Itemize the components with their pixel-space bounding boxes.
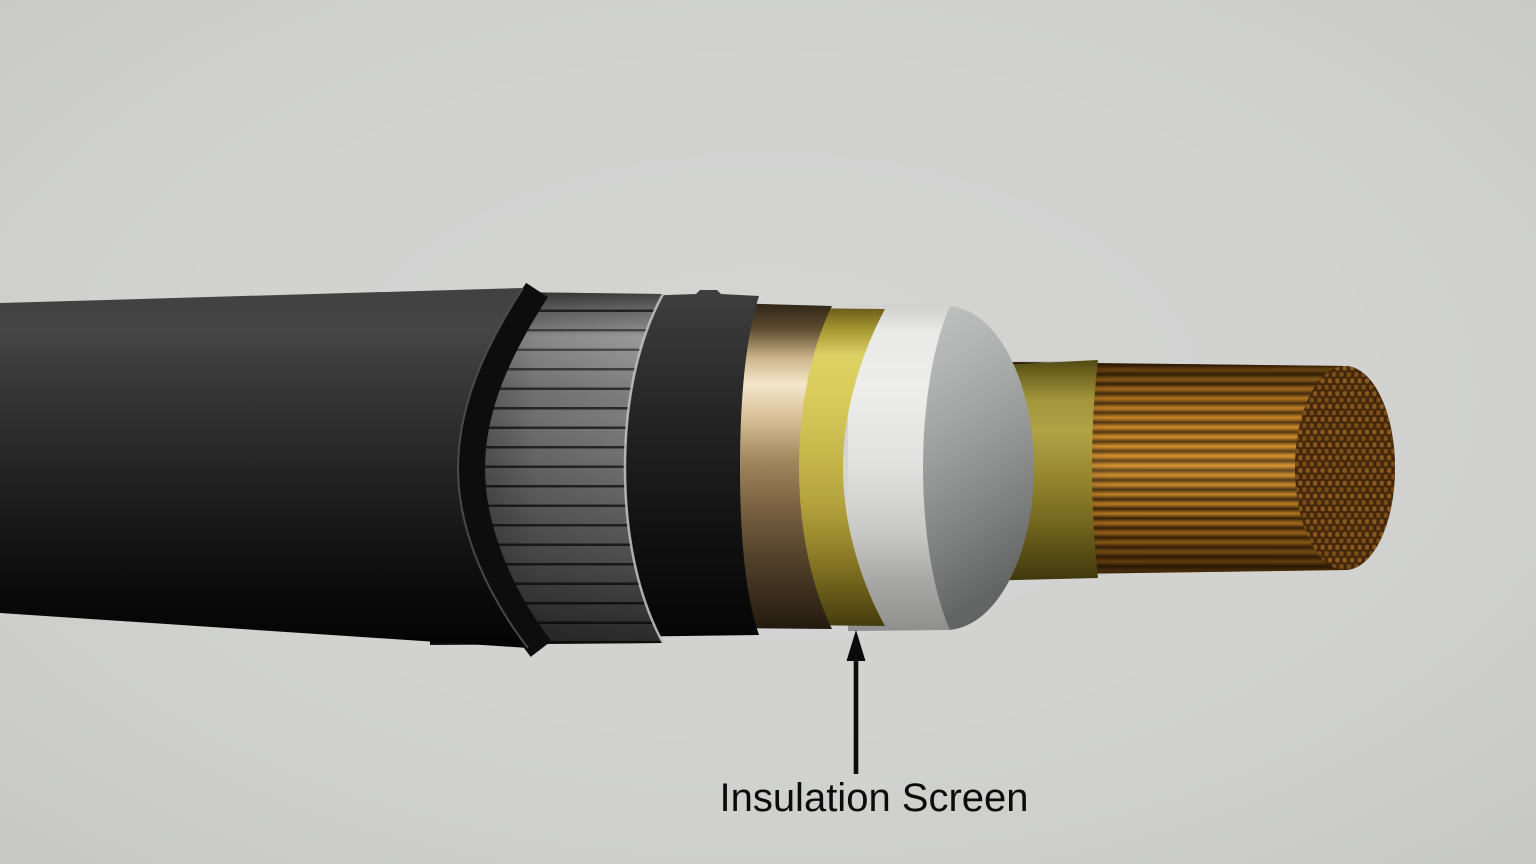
copper-tape-screen-layer — [728, 303, 832, 629]
insulation-surface — [848, 305, 950, 631]
insulation-layer — [848, 305, 1034, 631]
up-arrow-icon — [846, 630, 866, 661]
insulation-screen-layer — [788, 308, 885, 626]
inner-sheath-layer — [612, 290, 759, 637]
outer-sheath-rim-highlight — [456, 287, 529, 649]
outer-sheath-layer — [0, 282, 552, 657]
copper-end-face-strand-ends — [1295, 366, 1395, 570]
armour-cut-highlight — [623, 293, 665, 644]
layer-label: Insulation Screen — [719, 776, 1028, 820]
arrow-shaft — [853, 656, 859, 774]
annotation: Insulation Screen — [719, 630, 1029, 820]
outer-sheath-cut-face — [458, 282, 552, 657]
outer-sheath-surface — [0, 288, 528, 648]
